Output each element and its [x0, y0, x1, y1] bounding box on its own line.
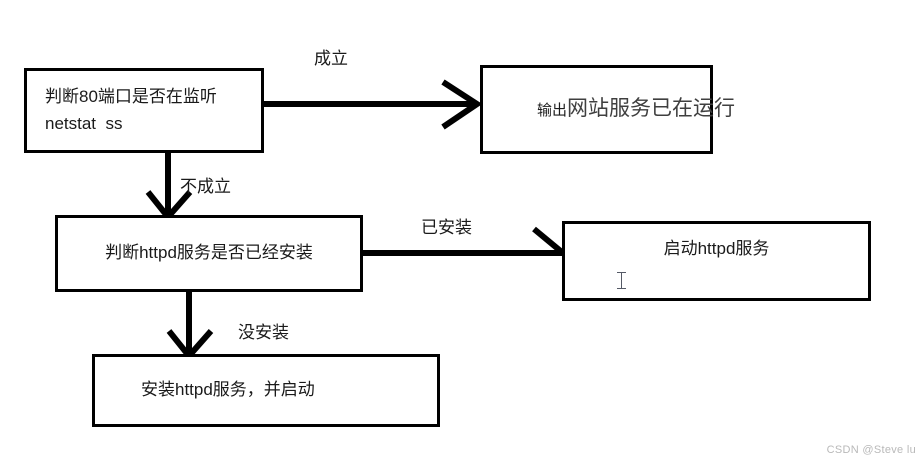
node-install-httpd-line-1: 安装httpd服务，并启动: [141, 380, 315, 400]
edge-label-not-installed: 没安装: [238, 323, 289, 342]
node-check-httpd-line-1: 判断httpd服务是否已经安装: [105, 243, 313, 263]
text-cursor-icon: [617, 272, 626, 289]
node-start-httpd[interactable]: 启动httpd服务: [562, 221, 871, 301]
watermark: CSDN @Steve lu: [826, 444, 916, 456]
node-check-port[interactable]: 判断80端口是否在监听 netstat ss: [24, 68, 264, 153]
edge-label-false: 不成立: [180, 177, 231, 196]
node-check-port-line-1: 判断80端口是否在监听: [45, 87, 217, 107]
node-output-running-message: 网站服务已在运行: [567, 97, 736, 121]
edge-httpd-to-install: [166, 292, 214, 361]
node-check-port-line-2: netstat ss: [45, 113, 123, 133]
node-output-running-prefix: 输出: [537, 102, 568, 120]
edge-port-to-output: [264, 79, 483, 130]
node-output-running[interactable]: 输出网站服务已在运行: [480, 65, 735, 154]
node-check-httpd[interactable]: 判断httpd服务是否已经安装: [55, 215, 363, 292]
node-install-httpd[interactable]: 安装httpd服务，并启动: [92, 354, 440, 427]
edge-label-installed: 已安装: [421, 218, 472, 237]
node-start-httpd-line-1: 启动httpd服务: [663, 239, 770, 258]
edge-label-true: 成立: [314, 49, 348, 68]
node-output-running-text: 输出网站服务已在运行: [537, 93, 735, 126]
